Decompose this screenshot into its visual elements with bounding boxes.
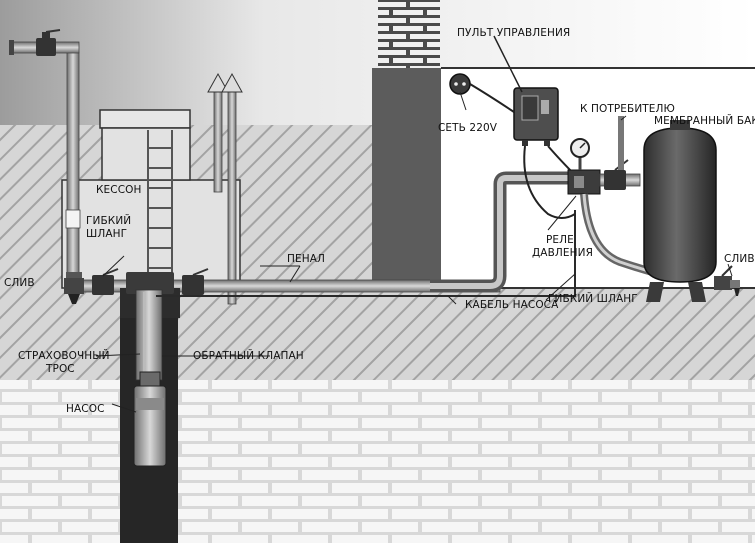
valve-icon	[36, 29, 61, 56]
pressure-gauge-icon	[570, 138, 590, 170]
label-mains: СЕТЬ 220V	[438, 122, 498, 134]
membrane-tank	[643, 120, 717, 302]
soil-layer-house	[372, 288, 755, 380]
label-pressure-relay-1: РЕЛЕ	[546, 234, 574, 246]
drain-valve-right	[714, 265, 740, 296]
label-control-panel: ПУЛЬТ УПРАВЛЕНИЯ	[457, 27, 570, 39]
label-caisson: КЕССОН	[96, 184, 142, 196]
label-safety-rope-1: СТРАХОВОЧНЫЙ	[18, 349, 110, 362]
label-pump: НАСОС	[66, 403, 105, 415]
outlet-pipe	[66, 51, 80, 283]
vent-pipe	[213, 91, 223, 193]
mains-socket-icon	[449, 73, 471, 95]
label-flexible-hose-1: ГИБКИЙ	[86, 214, 131, 227]
label-flexible-hose-2: ШЛАНГ	[86, 228, 127, 240]
pump-cable	[156, 210, 576, 297]
label-check-valve: ОБРАТНЫЙ КЛАПАН	[193, 349, 304, 362]
control-panel	[513, 87, 559, 146]
check-valve	[139, 371, 161, 387]
drain-valve-left	[64, 272, 84, 304]
label-pump-cable: КАБЕЛЬ НАСОСА	[465, 299, 559, 311]
label-to-consumer: К ПОТРЕБИТЕЛЮ	[580, 103, 675, 115]
chimney-bricks	[378, 0, 440, 68]
pressure-relay	[567, 169, 601, 195]
caisson	[61, 179, 241, 289]
wall-column	[372, 68, 441, 288]
label-safety-rope-2: ТРОС	[45, 363, 75, 375]
vent-arrow-icon	[207, 72, 229, 93]
label-drain-left: СЛИВ	[4, 277, 35, 289]
label-flexible-hose-right: ГИБКИЙ ШЛАНГ	[548, 292, 638, 305]
label-drain-right: СЛИВ	[724, 253, 755, 265]
label-casing: ПЕНАЛ	[287, 253, 325, 265]
label-membrane-tank: МЕМБРАННЫЙ БАК	[654, 114, 755, 127]
caisson-ladder	[147, 130, 173, 285]
valve-icon	[182, 268, 209, 295]
label-pressure-relay-2: ДАВЛЕНИЯ	[532, 247, 593, 259]
caisson-lid	[99, 109, 191, 129]
